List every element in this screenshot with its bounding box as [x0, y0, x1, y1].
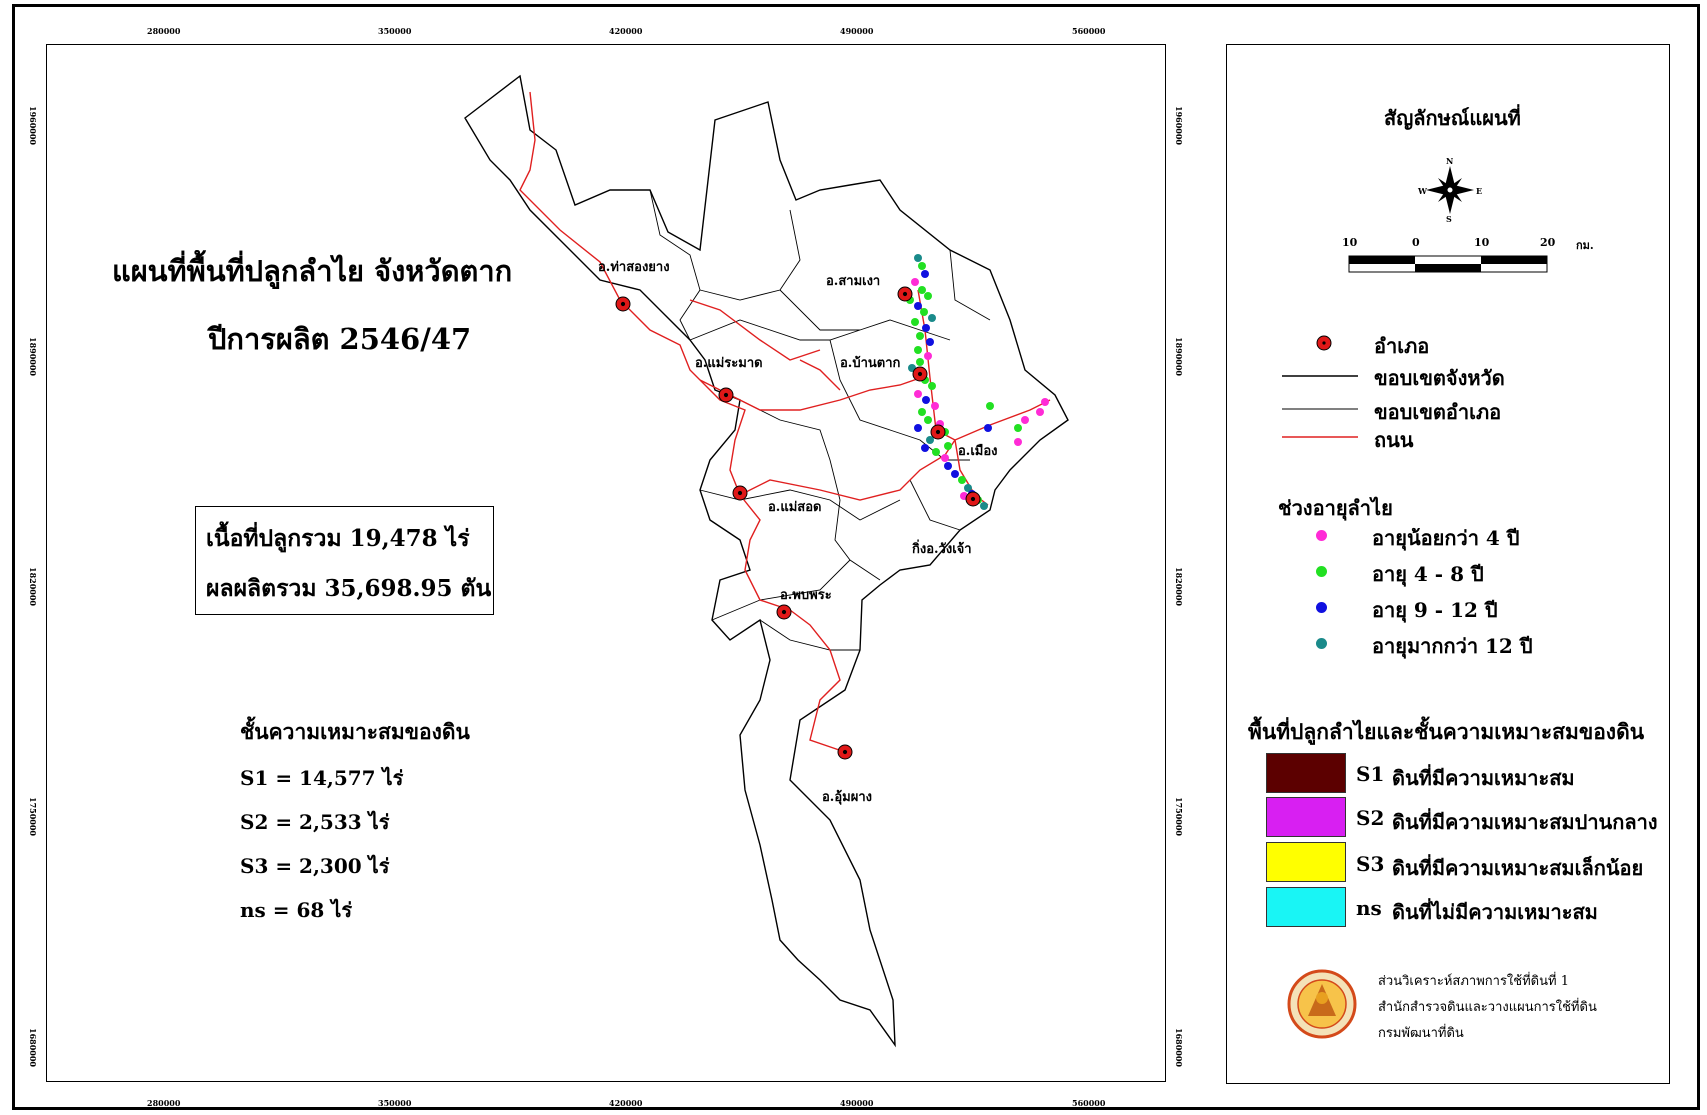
scale-label: 20 — [1540, 236, 1556, 249]
credit-line: กรมพัฒนาที่ดิน — [1378, 1026, 1464, 1041]
legend-age-item: อายุ 4 - 8 ปี — [1372, 562, 1484, 586]
scale-label: 10 — [1342, 236, 1358, 249]
district-label-tha-song-yang: อ.ท่าสองยาง — [598, 260, 670, 275]
district-label-umphang: อ.อุ้มผาง — [822, 790, 872, 805]
legend-age-item: อายุน้อยกว่า 4 ปี — [1372, 526, 1520, 550]
x-tick-top: 280000 — [147, 26, 181, 36]
legend-province-boundary: ขอบเขตจังหวัด — [1374, 366, 1505, 390]
compass-e: E — [1476, 186, 1483, 196]
longan-points — [906, 254, 1049, 510]
legend-ns-label: ดินที่ไม่มีความเหมาะสม — [1392, 900, 1598, 924]
province-boundary — [464, 74, 1069, 1048]
swatch-s1 — [1266, 753, 1346, 793]
x-tick-top: 420000 — [609, 26, 643, 36]
legend-s3-code: S3 — [1356, 852, 1385, 876]
district-label-wang-chao: กิ่งอ.วังเจ้า — [912, 542, 972, 557]
map-subtitle: ปีการผลิต 2546/47 — [208, 322, 472, 356]
legend-title: สัญลักษณ์แผนที่ — [1384, 106, 1521, 130]
compass-s: S — [1446, 214, 1452, 224]
legend-s1-code: S1 — [1356, 762, 1385, 786]
age-dot-9-12 — [1316, 602, 1327, 613]
soil-class-item: S3 = 2,300 ไร่ — [240, 854, 390, 878]
age-dot-lt4 — [1316, 530, 1327, 541]
legend-age-heading: ช่วงอายุลำไย — [1278, 496, 1393, 520]
legend-district-seat: อำเภอ — [1374, 334, 1430, 358]
soil-class-heading: ชั้นความเหมาะสมของดิน — [240, 719, 470, 744]
legend-s3-label: ดินที่มีความเหมาะสมเล็กน้อย — [1392, 856, 1644, 880]
district-label-mueang: อ.เมือง — [958, 444, 998, 459]
map-frame — [12, 4, 1700, 1110]
x-tick-bottom: 350000 — [378, 1098, 412, 1108]
district-label-phop-phra: อ.พบพระ — [780, 588, 832, 603]
district-seat-markers — [615, 286, 981, 760]
age-dot-4-8 — [1316, 566, 1327, 577]
swatch-s2 — [1266, 797, 1346, 837]
legend-road: ถนน — [1374, 428, 1414, 452]
compass-n: N — [1446, 156, 1454, 166]
map-title: แผนที่พื้นที่ปลูกลำไย จังหวัดตาก — [112, 254, 513, 288]
legend-suitability-heading: พื้นที่ปลูกลำไยและชั้นความเหมาะสมของดิน — [1248, 719, 1645, 744]
legend-ns-code: ns — [1356, 896, 1382, 920]
x-tick-bottom: 490000 — [840, 1098, 874, 1108]
credit-line: ส่วนวิเคราะห์สภาพการใช้ที่ดินที่ 1 — [1378, 974, 1569, 989]
x-tick-bottom: 420000 — [609, 1098, 643, 1108]
credit-line: สำนักสำรวจดินและวางแผนการใช้ที่ดิน — [1378, 1000, 1597, 1015]
scale-label: 10 — [1474, 236, 1490, 249]
district-label-mae-sot: อ.แม่สอด — [768, 500, 822, 515]
legend-s2-label: ดินที่มีความเหมาะสมปานกลาง — [1392, 810, 1658, 834]
x-tick-bottom: 560000 — [1072, 1098, 1106, 1108]
compass-w: W — [1418, 186, 1427, 196]
x-tick-bottom: 280000 — [147, 1098, 181, 1108]
scale-unit: กม. — [1576, 239, 1594, 252]
scale-label: 0 — [1412, 236, 1420, 249]
total-yield: ผลผลิตรวม 35,698.95 ตัน — [206, 575, 492, 602]
x-tick-top: 490000 — [840, 26, 874, 36]
soil-class-item: S1 = 14,577 ไร่ — [240, 766, 404, 790]
district-boundaries — [649, 189, 991, 651]
road-network — [519, 91, 1051, 753]
x-tick-top: 350000 — [378, 26, 412, 36]
district-label-mae-ramat: อ.แม่ระมาด — [695, 356, 763, 371]
soil-class-item: ns = 68 ไร่ — [240, 898, 353, 922]
legend-panel — [1226, 44, 1670, 1084]
legend-age-item: อายุ 9 - 12 ปี — [1372, 598, 1498, 622]
map-panel — [46, 44, 1166, 1082]
total-area: เนื้อที่ปลูกรวม 19,478 ไร่ — [206, 525, 470, 552]
soil-class-item: S2 = 2,533 ไร่ — [240, 810, 390, 834]
legend-s2-code: S2 — [1356, 806, 1385, 830]
totals-box: เนื้อที่ปลูกรวม 19,478 ไร่ ผลผลิตรวม 35,… — [195, 506, 494, 615]
age-dot-gt12 — [1316, 638, 1327, 649]
x-tick-top: 560000 — [1072, 26, 1106, 36]
swatch-ns — [1266, 887, 1346, 927]
legend-s1-label: ดินที่มีความเหมาะสม — [1392, 766, 1575, 790]
legend-district-boundary: ขอบเขตอำเภอ — [1374, 400, 1502, 424]
district-label-sam-ngao: อ.สามเงา — [826, 274, 881, 289]
district-label-ban-tak: อ.บ้านตาก — [840, 356, 901, 371]
swatch-s3 — [1266, 842, 1346, 882]
legend-age-item: อายุมากกว่า 12 ปี — [1372, 634, 1533, 658]
